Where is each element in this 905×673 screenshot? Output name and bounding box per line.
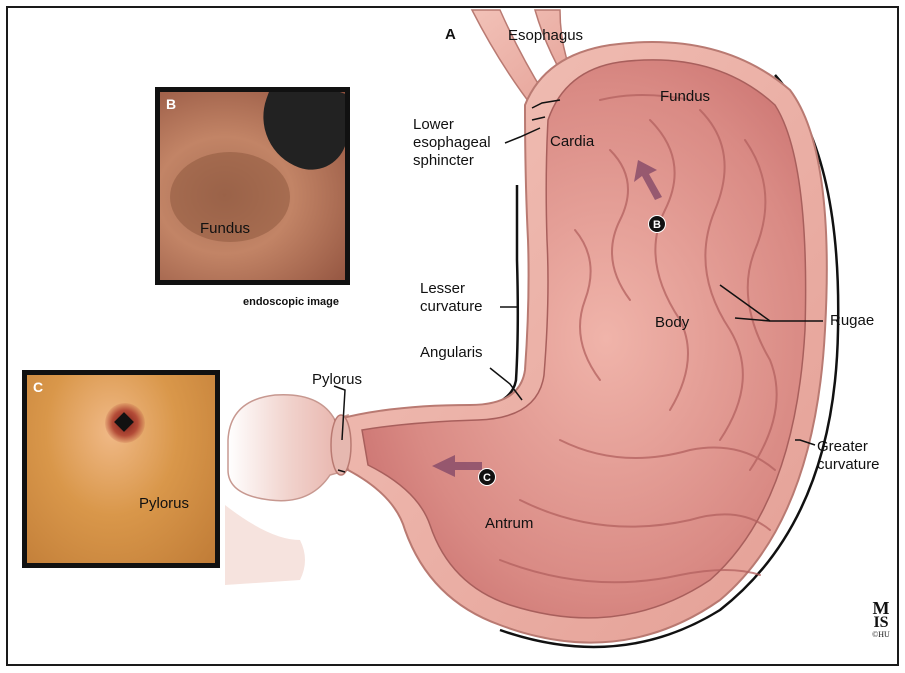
pylorus-ring bbox=[331, 415, 351, 475]
duodenum-lower bbox=[225, 505, 305, 585]
label-pylorus: Pylorus bbox=[312, 371, 362, 389]
marker-b: B bbox=[648, 215, 666, 233]
logo-line-3: ©HU bbox=[866, 630, 896, 640]
label-body: Body bbox=[655, 314, 689, 332]
panel-label-a: A bbox=[445, 26, 456, 44]
label-greater-curvature: Greater curvature bbox=[817, 438, 880, 474]
label-lesser-curvature: Lesser curvature bbox=[420, 280, 483, 316]
inset-endoscopic-pylorus: C Pylorus bbox=[22, 370, 220, 568]
inset-b-fundus-label: Fundus bbox=[200, 220, 250, 237]
duodenum bbox=[228, 395, 348, 501]
label-angularis: Angularis bbox=[420, 344, 483, 362]
label-cardia: Cardia bbox=[550, 133, 594, 151]
panel-label-c: C bbox=[33, 379, 43, 395]
inset-c-pylorus-label: Pylorus bbox=[139, 495, 189, 512]
panel-label-b: B bbox=[166, 96, 176, 112]
inset-endoscopic-fundus: B Fundus bbox=[155, 87, 350, 285]
label-rugae: Rugae bbox=[830, 312, 874, 330]
label-fundus: Fundus bbox=[660, 88, 710, 106]
label-lower-esophageal-sphincter: Lower esophageal sphincter bbox=[413, 116, 491, 170]
label-antrum: Antrum bbox=[485, 515, 533, 533]
logo-line-2: IS bbox=[866, 616, 896, 630]
marker-c: C bbox=[478, 468, 496, 486]
artist-logo: M IS ©HU bbox=[866, 600, 896, 640]
label-esophagus: Esophagus bbox=[508, 27, 583, 45]
endoscopic-image-caption: endoscopic image bbox=[243, 296, 339, 308]
